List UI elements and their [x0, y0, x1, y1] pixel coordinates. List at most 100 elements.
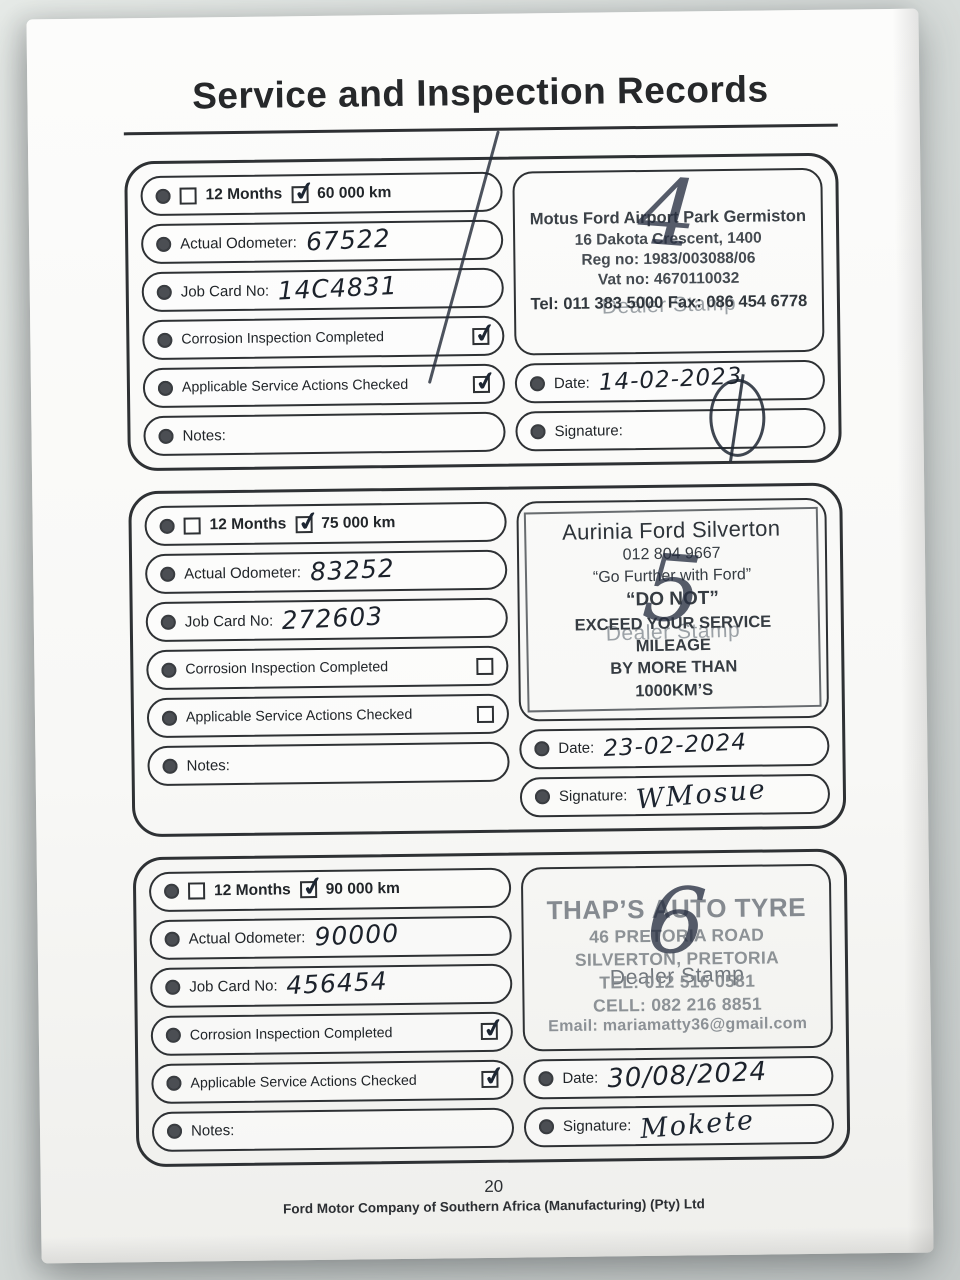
- odometer-label: Actual Odometer:: [180, 233, 297, 253]
- job-card-value: 456454: [285, 966, 389, 1001]
- record-fields-column: 12 Months ✓ 75 000 km Actual Odometer: 8…: [144, 501, 510, 822]
- service-record-page: Service and Inspection Records 12 Months…: [26, 8, 934, 1264]
- km-checkbox: ✓: [295, 504, 321, 537]
- date-value: 23-02-2024: [602, 729, 748, 762]
- record-fields-column: 12 Months ✓ 90 000 km Actual Odometer: 9…: [148, 867, 515, 1152]
- corrosion-tick: ✓: [480, 1011, 507, 1045]
- date-row: Date: 14-02-2023: [514, 359, 826, 404]
- stamp-line: 1000KM’S: [635, 680, 714, 701]
- date-label: Date:: [553, 374, 590, 392]
- signature-value: WMosue: [635, 774, 769, 817]
- date-label: Date:: [558, 740, 595, 758]
- actions-tick: ✓: [481, 1059, 508, 1093]
- job-card-value: 14C4831: [277, 270, 399, 306]
- months-label: 12 Months: [213, 881, 291, 900]
- months-label: 12 Months: [205, 185, 283, 204]
- date-value: 30/08/2024: [606, 1056, 768, 1095]
- actions-label: Applicable Service Actions Checked: [181, 376, 409, 396]
- bullet-dot: [155, 188, 171, 204]
- bullet-dot: [538, 1071, 554, 1087]
- km-tick: ✓: [299, 869, 326, 903]
- stamp-line: Tel: 011 383 5000 Fax: 086 454 6778: [530, 292, 808, 314]
- dealer-column: Dealer Stamp 4 Motus Ford Airport Park G…: [512, 158, 826, 458]
- interval-row: 12 Months ✓ 75 000 km: [144, 501, 507, 547]
- bullet-dot: [530, 423, 546, 439]
- dealer-column: Dealer Stamp 5 Aurinia Ford Silverton 01…: [516, 497, 831, 818]
- signature-label: Signature:: [558, 787, 628, 806]
- job-card-value: 272603: [281, 600, 385, 635]
- bullet-dot: [165, 980, 181, 996]
- dealer-stamp-box: Dealer Stamp 6 THAP’S AUTO TYRE 46 PRETO…: [520, 863, 834, 1052]
- paper-edge-shadow-bottom: [41, 1226, 934, 1264]
- bullet-dot: [161, 710, 178, 726]
- job-card-label: Job Card No:: [189, 977, 278, 996]
- bullet-dot: [529, 375, 546, 391]
- job-card-label: Job Card No:: [184, 612, 274, 631]
- dealer-column: Dealer Stamp 6 THAP’S AUTO TYRE 46 PRETO…: [520, 863, 835, 1148]
- paper-edge-shadow-right: [892, 8, 934, 1253]
- bullet-dot: [157, 380, 174, 396]
- actions-label: Applicable Service Actions Checked: [190, 1072, 417, 1092]
- bullet-dot: [156, 236, 172, 252]
- stamp-line: Email: mariamatty36@gmail.com: [548, 1015, 808, 1036]
- odometer-row: Actual Odometer: 83252: [144, 549, 508, 595]
- corrosion-checkbox: [476, 657, 494, 675]
- job-card-row: Job Card No: 272603: [145, 597, 509, 643]
- odometer-value: 67522: [305, 223, 391, 257]
- bullet-dot: [166, 1124, 183, 1140]
- bullet-dot: [159, 518, 175, 534]
- dealer-stamp-box: Dealer Stamp 4 Motus Ford Airport Park G…: [512, 158, 825, 356]
- months-checkbox: [187, 882, 206, 900]
- months-checkbox: [183, 516, 201, 535]
- notes-label: Notes:: [186, 756, 231, 775]
- actions-label: Applicable Service Actions Checked: [185, 706, 413, 726]
- actions-tick: ✓: [472, 363, 499, 397]
- bullet-dot: [157, 332, 173, 348]
- corrosion-tick: ✓: [472, 315, 499, 349]
- corrosion-label: Corrosion Inspection Completed: [181, 329, 385, 348]
- corrosion-label: Corrosion Inspection Completed: [185, 659, 389, 678]
- corrosion-row: Corrosion Inspection Completed ✓: [150, 1011, 514, 1056]
- interval-row: 12 Months ✓ 90 000 km: [148, 867, 512, 912]
- actions-checkbox: ✓: [473, 364, 499, 397]
- actions-checkbox: [476, 705, 495, 723]
- signature-label: Signature:: [554, 421, 623, 440]
- km-label: 90 000 km: [325, 879, 400, 898]
- actions-checkbox: ✓: [481, 1060, 507, 1093]
- bullet-dot: [156, 284, 172, 300]
- service-record-block-6: 12 Months ✓ 90 000 km Actual Odometer: 9…: [132, 848, 851, 1168]
- bullet-dot: [161, 662, 177, 678]
- notes-row: Notes:: [147, 741, 510, 787]
- notes-label: Notes:: [190, 1122, 235, 1140]
- notes-row: Notes:: [151, 1107, 515, 1152]
- odometer-label: Actual Odometer:: [184, 563, 302, 583]
- km-label: 75 000 km: [321, 514, 396, 532]
- signature-row: Signature:: [515, 378, 826, 458]
- corrosion-row: Corrosion Inspection Completed ✓: [142, 315, 505, 361]
- bullet-dot: [164, 884, 180, 900]
- actions-row: Applicable Service Actions Checked ✓: [142, 363, 506, 409]
- handwritten-service-number: 5: [639, 533, 706, 645]
- actions-row: Applicable Service Actions Checked ✓: [151, 1059, 514, 1104]
- bullet-dot: [162, 758, 178, 774]
- corrosion-row: Corrosion Inspection Completed: [146, 645, 509, 691]
- signature-scribble: [708, 378, 766, 458]
- page-title: Service and Inspection Records: [191, 68, 769, 117]
- notes-label: Notes:: [182, 426, 226, 445]
- corrosion-checkbox: ✓: [472, 316, 498, 349]
- handwritten-service-number: 6: [643, 865, 710, 977]
- signature-value: Mokete: [639, 1105, 757, 1146]
- date-row: Date: 30/08/2024: [523, 1055, 834, 1100]
- corrosion-label: Corrosion Inspection Completed: [189, 1024, 393, 1044]
- signature-row: Signature: WMosue: [519, 773, 831, 818]
- months-label: 12 Months: [209, 515, 287, 534]
- stamp-line: Vat no: 4670110032: [597, 270, 740, 289]
- interval-row: 12 Months ✓ 60 000 km: [140, 171, 503, 217]
- km-tick: ✓: [291, 174, 318, 208]
- bullet-dot: [160, 614, 176, 630]
- bullet-dot: [160, 566, 176, 582]
- dealer-stamp-box: Dealer Stamp 5 Aurinia Ford Silverton 01…: [516, 497, 830, 722]
- service-record-block-5: 12 Months ✓ 75 000 km Actual Odometer: 8…: [128, 482, 847, 838]
- km-label: 60 000 km: [317, 184, 392, 202]
- bullet-dot: [166, 1076, 182, 1092]
